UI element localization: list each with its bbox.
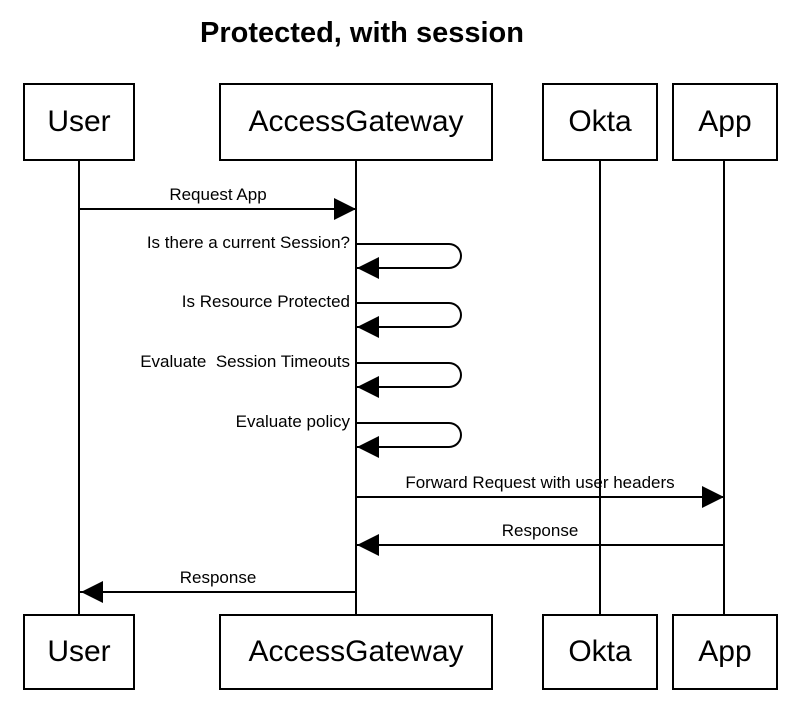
arrowhead-left-icon (357, 436, 379, 458)
message-label-request-app: Request App (169, 185, 267, 204)
actor-box-app-bottom: App (672, 614, 778, 690)
arrowhead-right-icon (334, 198, 356, 220)
actor-box-app-top: App (672, 83, 778, 161)
message-label-app-response: Response (501, 521, 579, 540)
actor-label-app: App (698, 105, 752, 138)
actor-label-app: App (698, 635, 752, 668)
self-loop-current-session (356, 243, 462, 269)
message-label-user-response: Response (179, 568, 257, 587)
actor-box-okta-bottom: Okta (542, 614, 658, 690)
message-label-resource-protected: Is Resource Protected (181, 292, 350, 311)
self-loop-session-timeouts (356, 362, 462, 388)
diagram-title: Protected, with session (200, 17, 524, 49)
message-line-forward-request (356, 496, 724, 498)
actor-label-okta: Okta (568, 105, 632, 138)
message-line-request-app (80, 208, 356, 210)
arrowhead-left-icon (357, 316, 379, 338)
message-line-app-response (356, 544, 724, 546)
actor-box-okta-top: Okta (542, 83, 658, 161)
actor-box-accessgateway-bottom: AccessGateway (219, 614, 493, 690)
actor-box-user-bottom: User (23, 614, 135, 690)
actor-label-okta: Okta (568, 635, 632, 668)
lifeline-app (723, 161, 725, 614)
message-label-session-timeouts: Evaluate Session Timeouts (140, 352, 350, 371)
lifeline-okta (599, 161, 601, 614)
arrowhead-left-icon (357, 376, 379, 398)
actor-label-accessgateway: AccessGateway (248, 635, 464, 668)
message-label-current-session: Is there a current Session? (146, 233, 350, 252)
arrowhead-left-icon (357, 534, 379, 556)
actor-box-accessgateway-top: AccessGateway (219, 83, 493, 161)
self-loop-evaluate-policy (356, 422, 462, 448)
actor-label-user: User (47, 105, 111, 138)
message-label-forward-request: Forward Request with user headers (405, 473, 675, 492)
actor-label-user: User (47, 635, 111, 668)
arrowhead-left-icon (81, 581, 103, 603)
actor-label-accessgateway: AccessGateway (248, 105, 464, 138)
arrowhead-right-icon (702, 486, 724, 508)
arrowhead-left-icon (357, 257, 379, 279)
lifeline-user (78, 161, 80, 614)
message-label-evaluate-policy: Evaluate policy (235, 412, 350, 431)
actor-box-user-top: User (23, 83, 135, 161)
message-line-user-response (80, 591, 356, 593)
self-loop-resource-protected (356, 302, 462, 328)
